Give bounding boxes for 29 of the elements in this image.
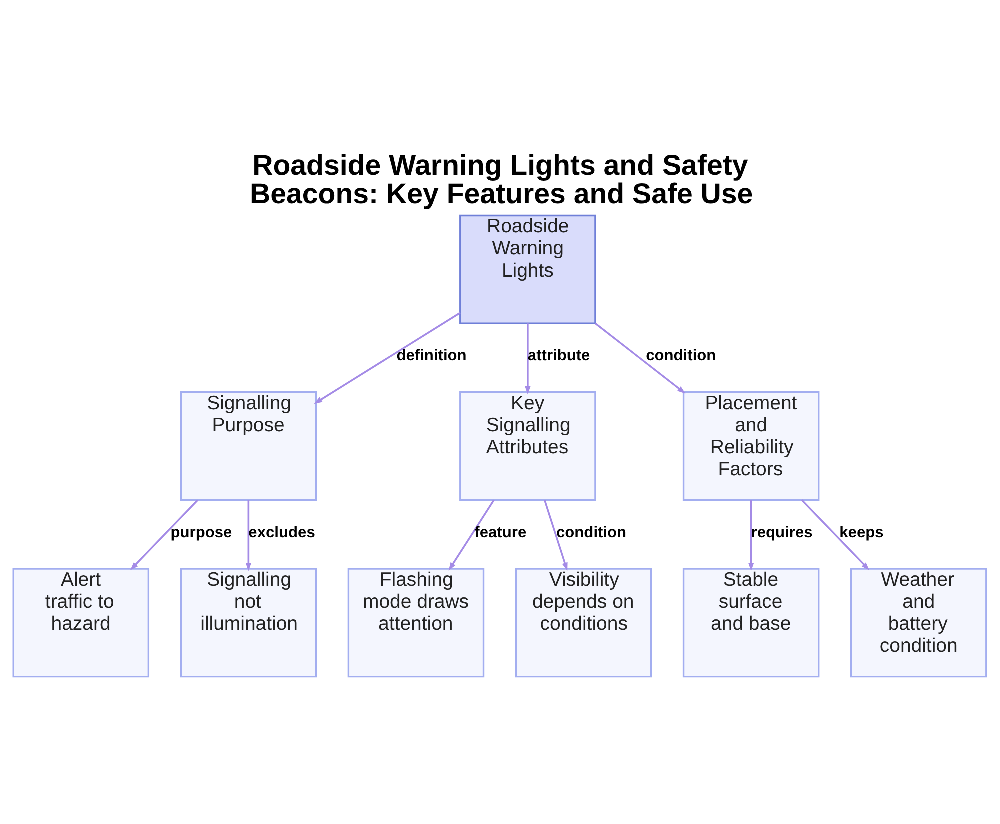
node-box: Flashing mode draws attention — [348, 568, 485, 678]
arrow — [130, 499, 199, 570]
edge-label: excludes — [248, 524, 316, 541]
node-box: Roadside Warning Lights — [460, 214, 596, 324]
edge-label: attribute — [528, 347, 590, 364]
diagram-title: Roadside Warning Lights and Safety Beacons: Key Features and Safe Use — [250, 149, 754, 210]
node-box: Visibility depends on conditions — [515, 568, 652, 678]
arrow — [448, 499, 495, 570]
node-box: Key Signalling Attributes — [460, 391, 596, 501]
edge-label: purpose — [170, 524, 232, 541]
node-box: Stable surface and base — [682, 568, 820, 678]
arrow — [595, 322, 686, 394]
arrow — [544, 499, 568, 571]
node-box: Placement and Reliability Factors — [682, 391, 820, 501]
edge-label: condition — [556, 524, 627, 541]
node-box: Weather and battery condition — [850, 568, 988, 678]
edge-label: condition — [646, 347, 716, 364]
node-box: Signalling Purpose — [180, 391, 318, 501]
arrow — [314, 312, 461, 404]
arrow — [801, 499, 870, 570]
arrow — [748, 500, 754, 571]
edge-label: keeps — [840, 524, 884, 541]
arrow — [525, 323, 531, 394]
node-box: Alert traffic to hazard — [12, 568, 150, 678]
node-box: Signalling not illumination — [180, 568, 318, 678]
edge-label: feature — [474, 524, 527, 541]
edge-label: requires — [751, 524, 813, 541]
edge-label: definition — [396, 347, 467, 364]
arrow — [246, 500, 252, 571]
